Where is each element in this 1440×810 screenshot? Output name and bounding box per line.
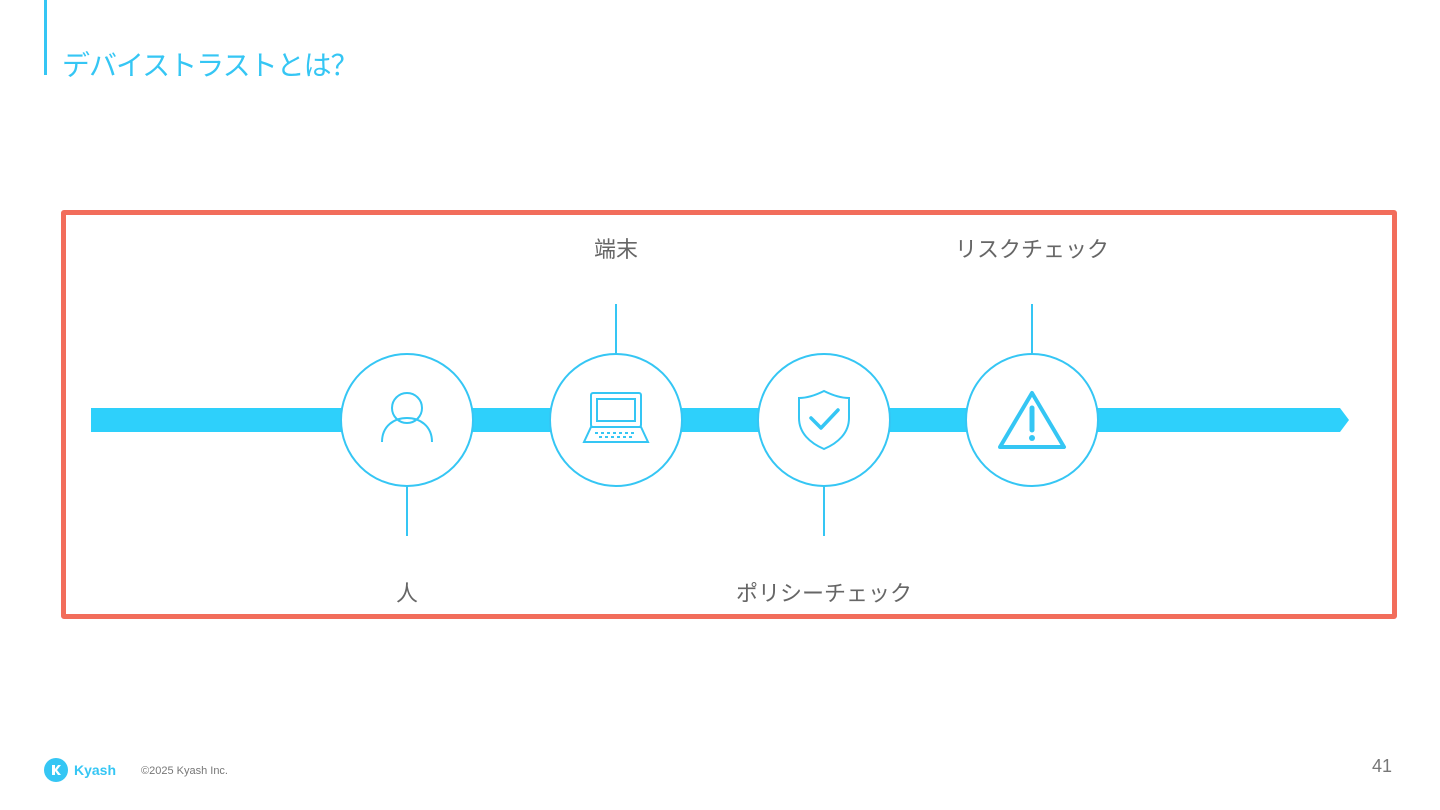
step-circle-policy: [757, 353, 891, 487]
step-label-policy: ポリシーチェック: [735, 582, 912, 607]
title-accent-bar: [44, 0, 47, 75]
kyash-logo-text: Kyash: [74, 762, 117, 778]
step-circle-person: [340, 353, 474, 487]
step-label-device: 端末: [593, 238, 638, 263]
step-label-person: 人: [395, 582, 418, 607]
kyash-logo-icon: [44, 758, 68, 782]
shield-check-icon: [798, 389, 850, 451]
warning-icon: [998, 391, 1066, 449]
slide-title: デバイストラストとは？: [62, 49, 359, 82]
person-icon: [381, 392, 433, 443]
step-label-risk: リスクチェック: [954, 238, 1109, 263]
highlight-box: [61, 210, 1397, 619]
kyash-logo: Kyash: [44, 758, 116, 782]
page-number: 41: [1371, 756, 1392, 776]
laptop-icon: [582, 392, 650, 443]
copyright-text: ©2025 Kyash Inc.: [141, 765, 228, 777]
flow-arrow: [91, 408, 1349, 432]
